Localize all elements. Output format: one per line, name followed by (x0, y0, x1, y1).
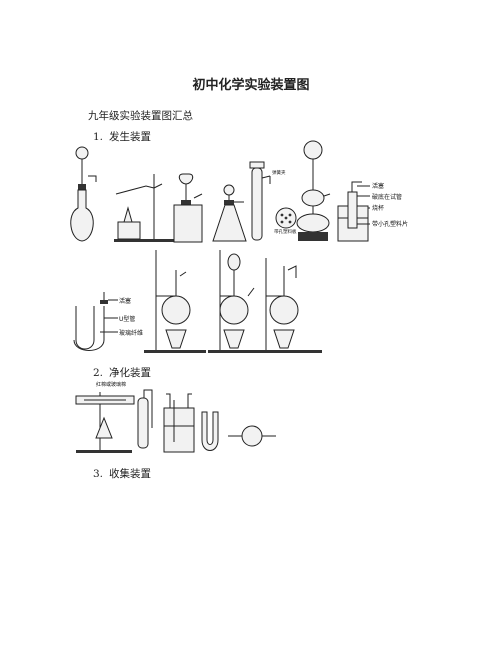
round-flask-stand-1 (144, 250, 206, 353)
conical-flask-with-funnel (212, 184, 247, 242)
test-tube-with-clip: 弹簧夹 带孔塑料板 (249, 161, 297, 241)
stopper-label: 活塞 (119, 297, 131, 305)
page-subtitle: 九年级实验装置图汇总 (88, 110, 193, 122)
generation-apparatus-row1-figure: 弹簧夹 带孔塑料板 活塞 破底在试管 烧杯 带小孔塑料片 (70, 140, 408, 243)
glass-fiber-label: 玻璃纤维 (119, 329, 143, 337)
wide-mouth-bottle-with-funnel (173, 173, 203, 243)
heating-stand-apparatus (114, 174, 174, 242)
section-label: 发生装置 (109, 131, 152, 143)
beaker-with-broken-tube: 活塞 破底在试管 烧杯 带小孔塑料片 (337, 181, 408, 242)
drying-tube (228, 425, 276, 447)
section-heading-collection: 3. 收集装置 (93, 466, 151, 481)
kipp-generator (296, 140, 331, 241)
section-label: 净化装置 (109, 367, 152, 379)
cotton-caption: 红棉或玻璃棉 (96, 381, 126, 388)
heated-tube-on-stand (75, 392, 135, 453)
u-tube-apparatus: 活塞 U型管 玻璃纤维 (73, 292, 143, 351)
section-number: 2. (93, 367, 104, 379)
purify-u-tube (201, 411, 219, 451)
broken-tube-label: 破底在试管 (372, 193, 402, 201)
generation-apparatus-row2-figure: 活塞 U型管 玻璃纤维 (73, 250, 322, 353)
stopper-label: 活塞 (372, 182, 384, 190)
gas-washing-bottle (163, 393, 195, 453)
beaker-label: 烧杯 (372, 204, 384, 212)
test-tube-with-bent-tube (137, 389, 153, 449)
spring-clip-label: 弹簧夹 (272, 169, 286, 176)
section-heading-purification: 2. 净化装置 (93, 365, 151, 380)
porous-plate-label: 带小孔塑料片 (372, 220, 408, 228)
flask-with-separatory-funnel (70, 146, 97, 242)
purification-apparatus-figure: 红棉或玻璃棉 (75, 381, 276, 453)
section-heading-generation: 1. 发生装置 (93, 129, 151, 144)
section-number: 3. (93, 468, 104, 480)
perforated-plate-label: 带孔塑料板 (274, 228, 297, 235)
section-number: 1. (93, 131, 104, 143)
section-label: 收集装置 (109, 468, 152, 480)
u-tube-label: U型管 (119, 315, 135, 323)
round-flask-stand-3 (256, 258, 322, 353)
round-flask-stand-2 (208, 250, 270, 353)
page-title: 初中化学实验装置图 (192, 78, 310, 93)
